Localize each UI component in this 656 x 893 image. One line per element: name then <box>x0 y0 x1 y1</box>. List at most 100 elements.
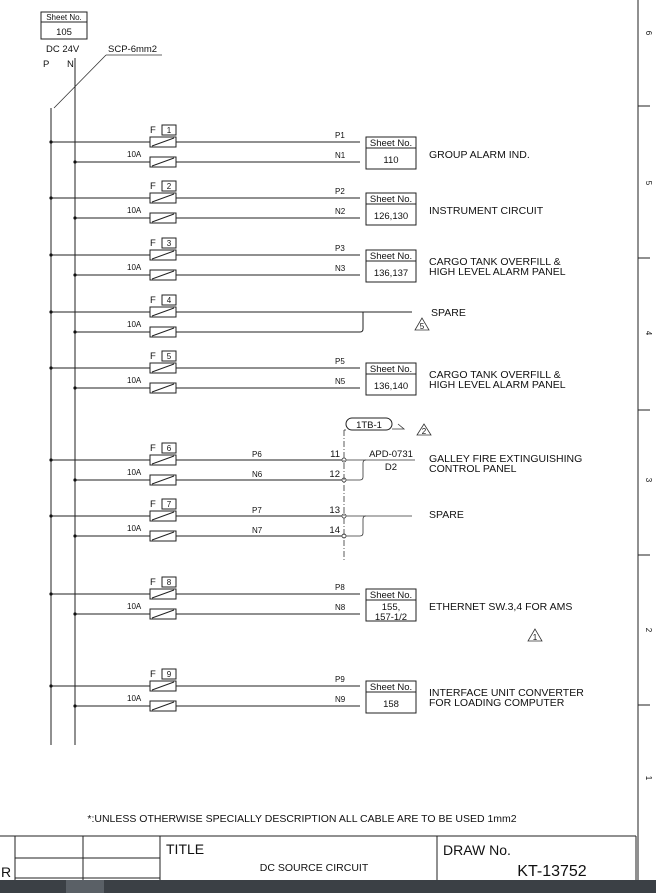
svg-text:5: 5 <box>420 322 425 331</box>
p-wire-label: P3 <box>335 244 345 253</box>
fuse-rating: 10A <box>127 602 142 611</box>
fuse-icon <box>149 474 177 486</box>
p-wire-label: P5 <box>335 357 345 366</box>
title-block: R TITLE DC SOURCE CIRCUIT DRAW No. KT-13… <box>0 835 637 880</box>
junction-dot <box>49 140 53 144</box>
fuse-number: 4 <box>167 296 172 305</box>
sheet-label: Sheet No. <box>370 194 412 205</box>
taskbar <box>0 880 656 893</box>
fuse-prefix: F <box>150 669 156 680</box>
ruler-label: 2 <box>644 628 653 633</box>
fuse-icon <box>149 608 177 620</box>
circuit-description: HIGH LEVEL ALARM PANEL <box>429 379 566 391</box>
fuse-icon <box>149 362 177 374</box>
fuse-rating: 10A <box>127 376 142 385</box>
sheet-label: Sheet No. <box>46 13 82 22</box>
fuse-icon <box>149 156 177 168</box>
fuse-rating: 10A <box>127 320 142 329</box>
voltage-label: DC 24V <box>46 44 80 55</box>
circuit-description: GROUP ALARM IND. <box>429 149 530 161</box>
p-wire-label: P6 <box>252 450 262 459</box>
junction-dot <box>73 534 77 538</box>
junction-dot <box>73 160 77 164</box>
junction-dot <box>49 514 53 518</box>
fuse-rating: 10A <box>127 150 142 159</box>
p-wire-label: P2 <box>335 187 345 196</box>
svg-text:1: 1 <box>533 633 538 642</box>
fuse-prefix: F <box>150 295 156 306</box>
terminal-number: 13 <box>329 505 340 516</box>
destination-code: APD-0731 <box>369 449 413 460</box>
circuit-description: ETHERNET SW.3,4 FOR AMS <box>429 601 572 613</box>
sheet-ref-box: Sheet No.110 <box>365 136 417 170</box>
sheet-label: Sheet No. <box>370 251 412 262</box>
terminal-block: 1TB-1 2 <box>343 417 432 560</box>
junction-dot <box>49 366 53 370</box>
fuse-number: 6 <box>167 444 172 453</box>
terminal-number: 11 <box>330 449 340 460</box>
terminal-block-label: 1TB-1 <box>356 420 382 431</box>
fuse-prefix: F <box>150 238 156 249</box>
fuse-icon <box>149 454 177 466</box>
fuse-number: 9 <box>167 670 172 679</box>
fuse-number-box <box>161 668 177 680</box>
ruler-label: 6 <box>644 31 653 36</box>
draw-number: KT-13752 <box>517 863 586 880</box>
circuit-description: SPARE <box>429 509 464 521</box>
n-wire-label: N6 <box>252 470 263 479</box>
fuse-icon <box>149 249 177 261</box>
fuse-icon <box>149 326 177 338</box>
fuse-rating: 10A <box>127 263 142 272</box>
circuit-description: FOR LOADING COMPUTER <box>429 697 565 709</box>
fuse-number-box <box>161 124 177 136</box>
circuit-description: HIGH LEVEL ALARM PANEL <box>429 266 566 278</box>
fuse-prefix: F <box>150 443 156 454</box>
title-label: TITLE <box>166 841 204 857</box>
taskbar-item[interactable] <box>66 880 104 893</box>
cable-leader <box>53 54 162 109</box>
junction-dot <box>49 253 53 257</box>
circuit-description: SPARE <box>431 307 466 319</box>
sheet-number: 126,130 <box>374 211 408 222</box>
sheet-ref-box: Sheet No.155,157-1/2 <box>365 588 417 623</box>
junction-dot <box>73 478 77 482</box>
fuse-icon <box>149 530 177 542</box>
ruler-label: 5 <box>644 181 653 186</box>
junction-dot <box>73 330 77 334</box>
sheet-label: Sheet No. <box>370 138 412 149</box>
source-sheet-ref: Sheet No. 105 <box>40 11 88 40</box>
junction-dot <box>73 704 77 708</box>
sheet-number: 136,137 <box>374 268 408 279</box>
fuse-number: 3 <box>167 239 172 248</box>
junction-dot <box>49 458 53 462</box>
fuse-number: 1 <box>167 126 172 135</box>
n-wire-label: N2 <box>335 207 346 216</box>
n-wire-label: N3 <box>335 264 346 273</box>
row-label: R <box>1 864 11 880</box>
fuse-prefix: F <box>150 499 156 510</box>
revision-triangle: 5 <box>414 317 430 331</box>
fuse-number: 2 <box>167 182 172 191</box>
junction-dot <box>73 216 77 220</box>
fuse-icon <box>149 510 177 522</box>
fuse-number-box <box>161 237 177 249</box>
sheet-number: 155, <box>382 602 401 613</box>
fuse-number-box <box>161 294 177 306</box>
sheet-label: Sheet No. <box>370 364 412 375</box>
circuit-description: GALLEY FIRE EXTINGUISHING <box>429 453 582 465</box>
fuse-icon <box>149 306 177 318</box>
circuit-description: CONTROL PANEL <box>429 463 517 475</box>
p-wire-label: P7 <box>252 506 262 515</box>
cable-label: SCP-6mm2 <box>108 44 157 55</box>
sheet-ref-box: Sheet No.136,140 <box>365 362 417 396</box>
junction-dot <box>73 612 77 616</box>
circuit-description: CARGO TANK OVERFILL & <box>429 256 561 268</box>
fuse-number: 5 <box>167 352 172 361</box>
